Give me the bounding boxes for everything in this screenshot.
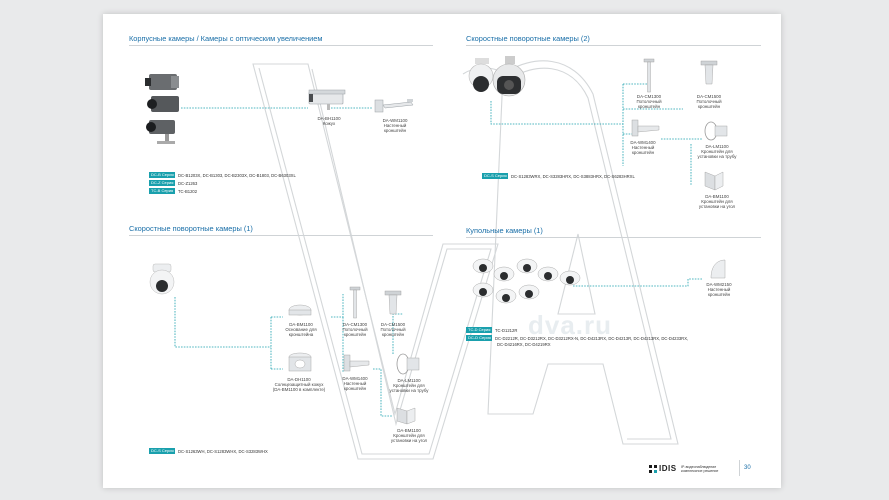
section-title-speed-dome-1: Скоростные поворотные камеры (1) <box>129 224 253 233</box>
series-models: DC-D2212R, DC-D3212RX, DC-D3212RX-N, DC-… <box>495 335 689 341</box>
series-models: DC-B1203X, DC-B1303, DC-B2303X, DC-B1803… <box>178 172 296 178</box>
watermark: dva.ru <box>528 310 613 340</box>
speed1-dh1100-label: DA-DH1100 Солнцезащитный кожух (DA-BM110… <box>272 377 326 392</box>
series-models: DC-Z1263 <box>178 180 198 186</box>
speed-dome-cameras-icon <box>468 56 526 97</box>
speed1-cm1500-label: DA-CM1500 Потолочный кронштейн <box>380 322 406 337</box>
housing-icon <box>308 89 346 110</box>
ceiling-bracket-icon <box>643 58 655 93</box>
wall-bracket-label: DA-WM1100 Настенный кронштейн <box>382 118 408 133</box>
series-badge: DC-D Серия <box>466 335 492 341</box>
speed2-lm1100-label: DA-LM1100 Кронштейн для установки на тру… <box>697 144 737 159</box>
footer-logo: IDIS <box>659 464 677 473</box>
speed2-cm1300-label: DA-CM1300 Потолочный кронштейн <box>636 94 662 109</box>
speed1-lm1100-label: DA-LM1100 Кронштейн для установки на тру… <box>389 378 429 393</box>
series-row-dc-b: DC-B Серия DC-B1203X, DC-B1303, DC-B2303… <box>149 172 296 178</box>
series-models: TC-B1202 <box>178 188 198 194</box>
idis-logo-icon <box>649 465 657 473</box>
footer-divider <box>739 460 740 476</box>
section-title-speed-dome-2: Скоростные поворотные камеры (2) <box>466 34 590 43</box>
speed2-bm1100-label: DA-BM1100 Кронштейн для установки на уго… <box>698 194 736 209</box>
sun-shield-icon <box>288 352 312 372</box>
speed1-cm1300-label: DA-CM1300 Потолочный кронштейн <box>342 322 368 337</box>
series-models: DC-S1263WH, DC-S1283WHX, DC-S3283WHX <box>178 448 268 454</box>
ceiling-bracket-short-icon <box>700 60 718 85</box>
footer-tagline: IP-видеонаблюдение комплексное решение <box>681 465 719 473</box>
series-row-tc-b: TC-B Серия TC-B1202 <box>149 188 197 194</box>
wall-bracket-icon <box>374 99 414 113</box>
dome-cameras-icon <box>472 258 581 304</box>
catalog-page: dva.ru Корпусные камеры / Камеры с оптич… <box>103 14 781 488</box>
series-badge: DC-S Серия <box>149 448 175 454</box>
section-title-box-cameras: Корпусные камеры / Камеры с оптическим у… <box>129 34 323 43</box>
series-badge: DC-Z Серия <box>149 180 175 186</box>
ceiling-bracket-short-icon <box>384 290 402 315</box>
section-divider <box>466 45 761 46</box>
ceiling-bracket-icon <box>349 286 361 319</box>
series-badge: DC-B Серия <box>149 172 175 178</box>
corner-mount-icon <box>396 407 416 425</box>
box-cameras-icon <box>145 74 179 144</box>
series-badge: DC-S Серия <box>482 173 508 179</box>
series-row-dc-d: DC-D Серия DC-D2212R, DC-D3212RX, DC-D32… <box>466 335 688 341</box>
section-title-dome-1: Купольные камеры (1) <box>466 226 543 235</box>
speed1-bm1100b-label: DA-BM1100 Кронштейн для установки на уго… <box>390 428 428 443</box>
speed2-wm1400-label: DA-WM1400 Настенный кронштейн <box>630 140 656 155</box>
section-divider <box>466 237 761 238</box>
section-divider <box>129 235 433 236</box>
series-row-dc-s-speed2: DC-S Серия DC-S1283WRX, DC-S3283HRX, DC-… <box>482 173 635 179</box>
series-models: TC-D1212R <box>495 327 518 333</box>
series-models: DC-S1283WRX, DC-S3283HRX, DC-S3883HRX, D… <box>511 173 635 179</box>
series-row-tc-d: TC-D Серия TC-D1212R <box>466 327 517 333</box>
page-number: 30 <box>744 465 751 471</box>
series-row-dc-z: DC-Z Серия DC-Z1263 <box>149 180 197 186</box>
mini-speed-dome-icon <box>149 263 175 295</box>
mount-base-icon <box>288 304 312 316</box>
housing-label: DA-BH1100 Кожух <box>317 116 341 126</box>
connector-lines <box>174 83 703 417</box>
series-badge: TC-B Серия <box>149 188 175 194</box>
dome-wm2150-label: DA-WM2150 Настенный кронштейн <box>706 282 732 297</box>
wall-mount-icon <box>343 354 370 372</box>
speed1-bm1100-label: DA-BM1100 Основание для кронштейна <box>285 322 317 337</box>
pole-mount-icon <box>704 121 728 141</box>
wall-mount-icon <box>631 119 660 137</box>
speed1-wm1400-label: DA-WM1400 Настенный кронштейн <box>342 376 368 391</box>
series-badge: TC-D Серия <box>466 327 492 333</box>
speed2-cm1500-label: DA-CM1500 Потолочный кронштейн <box>696 94 722 109</box>
series-models-continuation: DC-D4216RX, DC-D4219RX <box>497 342 551 347</box>
pole-mount-icon <box>396 353 420 375</box>
corner-mount-icon <box>704 171 724 191</box>
dome-wall-bracket-icon <box>710 259 726 279</box>
section-divider <box>129 45 433 46</box>
series-row-dc-s-speed1: DC-S Серия DC-S1263WH, DC-S1283WHX, DC-S… <box>149 448 268 454</box>
